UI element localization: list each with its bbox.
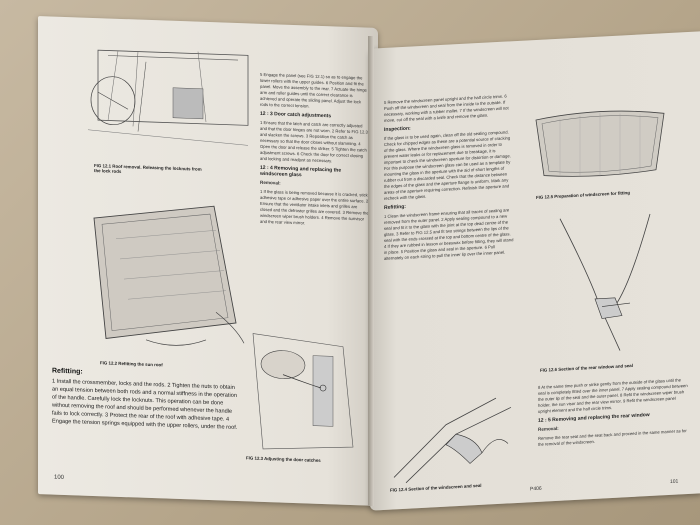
inspection-text: If the glass is to be used again, clean … xyxy=(384,129,511,201)
refitting-text-left: 1 Install the crossmember, locks and the… xyxy=(52,378,238,432)
section-12-4-text: 1 If the glass is being removed because … xyxy=(260,188,369,226)
right-page-right-column: 8 At the same time push or strike gently… xyxy=(538,377,688,451)
door-catch-illustration xyxy=(252,333,354,450)
left-steps-top: 5 Engage the panel (see FIG 12.1) so as … xyxy=(260,71,367,109)
right-page-left-column: 5 Remove the windscreen panel upright an… xyxy=(384,93,514,265)
section-12-4-heading: 12 : 4 Removing and replacing the windsc… xyxy=(260,164,342,179)
footer-code: P406 xyxy=(530,485,542,493)
left-page-right-column: 5 Engage the panel (see FIG 12.1) so as … xyxy=(260,72,370,232)
right-steps-bottom: 8 At the same time push or strike gently… xyxy=(538,377,688,414)
windscreen-seal-illustration xyxy=(393,397,512,484)
section-12-3-text: 1 Ensure that the latch and catch are co… xyxy=(260,119,368,164)
removal-label-left: Removal: xyxy=(260,179,281,186)
right-page: 5 Remove the windscreen panel upright an… xyxy=(370,31,700,511)
fig-12-1-caption: FIG 12.1 Roof removal. Releasing the loc… xyxy=(94,163,202,174)
sun-roof-illustration xyxy=(93,205,245,346)
fig-12-5-caption: FIG 12.5 Preparation of windscreen for f… xyxy=(536,190,630,200)
windscreen-fitting-illustration xyxy=(535,110,665,177)
refitting-text-right: 1 Clean the windscreen frame ensuring th… xyxy=(384,207,514,261)
book-spine xyxy=(368,36,374,506)
left-page: FIG 12.1 Roof removal. Releasing the loc… xyxy=(38,16,378,506)
open-book: FIG 12.1 Roof removal. Releasing the loc… xyxy=(20,12,700,517)
rear-window-seal-illustration xyxy=(559,213,651,351)
section-12-3-heading: 12 : 3 Door catch adjustments xyxy=(260,110,332,120)
refitting-section: Refitting: 1 Install the crossmember, lo… xyxy=(52,368,242,436)
roof-removal-illustration xyxy=(87,49,249,146)
left-page-number: 100 xyxy=(54,474,65,481)
fig-12-6-caption: FIG 12.6 Section of the rear window and … xyxy=(540,362,633,373)
right-page-number: 101 xyxy=(670,478,679,485)
right-steps-top: 5 Remove the windscreen panel upright an… xyxy=(384,93,509,123)
fig-12-2-caption: FIG 12.2 Refitting the sun roof xyxy=(100,360,163,368)
